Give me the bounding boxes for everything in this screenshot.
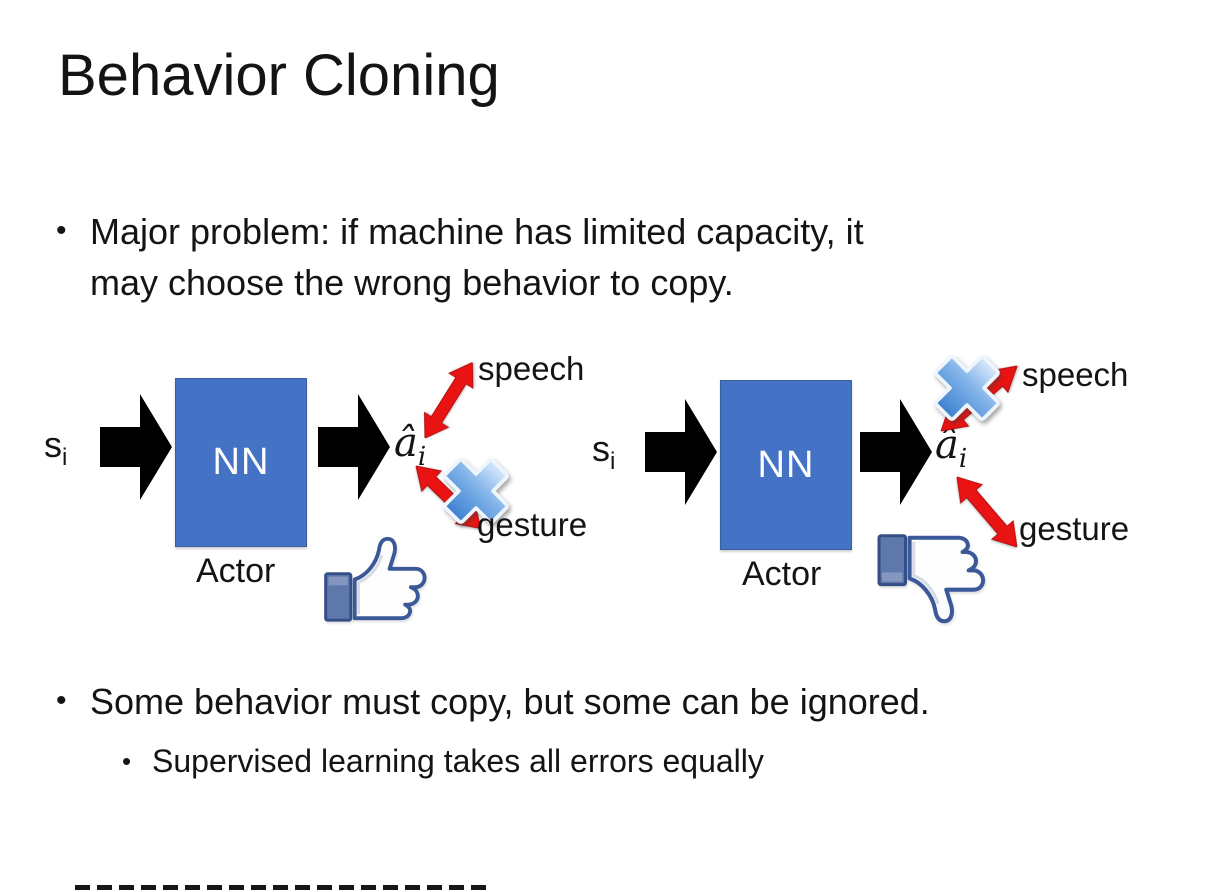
action-output-left: âi bbox=[394, 420, 427, 472]
bullet-text: Some behavior must copy, but some can be… bbox=[90, 681, 930, 722]
double-arrow-gesture-icon bbox=[943, 465, 1030, 558]
bullet-glyph: • bbox=[56, 684, 67, 717]
gesture-label-left: gesture bbox=[477, 506, 588, 543]
bullet-glyph: • bbox=[56, 214, 67, 247]
gesture-label-right: gesture bbox=[1019, 510, 1130, 547]
double-arrow-speech-icon bbox=[410, 353, 488, 448]
input-arrow-icon bbox=[645, 399, 717, 505]
bullet-some-behavior: • Some behavior must copy, but some can … bbox=[56, 676, 1156, 727]
speech-label-right: speech bbox=[1022, 356, 1129, 393]
sub-bullet-supervised: • Supervised learning takes all errors e… bbox=[122, 738, 1122, 784]
bullet-line-2: may choose the wrong behavior to copy. bbox=[90, 262, 734, 303]
speech-label-left: speech bbox=[478, 350, 585, 387]
nn-box-right: NN bbox=[720, 380, 852, 550]
thumbs-up-icon bbox=[324, 536, 427, 622]
output-arrow-icon bbox=[860, 399, 932, 505]
bullet-line-1: Major problem: if machine has limited ca… bbox=[90, 211, 864, 252]
thumbs-down-icon bbox=[877, 534, 986, 624]
actor-label-left: Actor bbox=[196, 552, 276, 590]
page-title: Behavior Cloning bbox=[58, 43, 500, 108]
clipped-text-top-edge bbox=[75, 885, 490, 890]
action-output-right: âi bbox=[935, 422, 968, 474]
actor-label-right: Actor bbox=[742, 555, 822, 593]
bullet-major-problem: • Major problem: if machine has limited … bbox=[56, 206, 1116, 308]
nn-label: NN bbox=[212, 441, 270, 483]
state-subscript: i bbox=[62, 444, 68, 472]
cross-icon bbox=[934, 355, 1000, 421]
cross-icon bbox=[443, 458, 509, 524]
sub-bullet-text: Supervised learning takes all errors equ… bbox=[152, 743, 764, 779]
nn-label: NN bbox=[757, 443, 815, 486]
state-subscript: i bbox=[610, 448, 616, 476]
action-subscript: i bbox=[958, 444, 968, 474]
bullet-glyph: • bbox=[122, 746, 132, 776]
state-label-left: si bbox=[44, 424, 68, 472]
state-label-right: si bbox=[592, 428, 616, 476]
bullet-text: Major problem: if machine has limited ca… bbox=[90, 206, 864, 308]
output-arrow-icon bbox=[318, 394, 390, 500]
input-arrow-icon bbox=[100, 394, 172, 500]
action-subscript: i bbox=[417, 442, 427, 472]
nn-box-left: NN bbox=[175, 378, 307, 547]
